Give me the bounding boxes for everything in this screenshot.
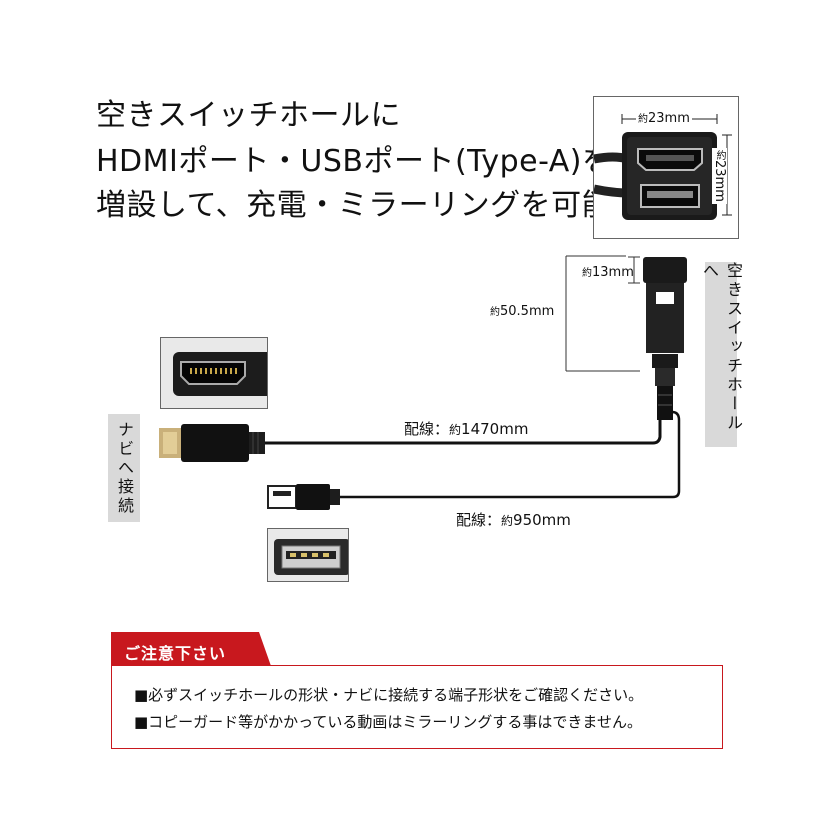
hdmi-wire-length: 配線：約1470mm <box>404 420 529 438</box>
usb-wire-length: 配線：約950mm <box>456 511 571 529</box>
headline-line-3: 増設して、充電・ミラーリングを可能に！ <box>96 188 674 223</box>
notice-item-2: ■コピーガード等がかかっている動画はミラーリングする事はできません。 <box>134 713 642 731</box>
usb-photo <box>267 528 349 582</box>
length-bracket <box>565 255 640 372</box>
headline-line-2: HDMIポート・USBポート(Type-A)を <box>96 144 613 179</box>
hdmi-plug-icon <box>161 338 267 408</box>
hdmi-photo <box>160 337 268 409</box>
usb-plug <box>267 484 340 510</box>
hdmi-plug <box>159 424 265 462</box>
panel-width-label: 約23mm <box>636 110 692 126</box>
switch-panel-icon <box>594 114 732 220</box>
panel-height-label: 約23mm <box>712 148 727 204</box>
headline-line-1: 空きスイッチホールに <box>96 98 401 133</box>
notice-item-1: ■必ずスイッチホールの形状・ナビに接続する端子形状をご確認ください。 <box>134 686 644 704</box>
navi-label: ナビへ接続 <box>108 414 140 522</box>
notice-box <box>111 665 723 749</box>
usb-cable <box>340 410 681 499</box>
usb-plug-icon <box>268 529 348 581</box>
notice-title: ご注意下さい <box>124 644 227 663</box>
depth-label: 約13mm <box>582 265 634 280</box>
notice-tab <box>111 632 271 666</box>
hdmi-cable <box>265 420 662 445</box>
depth-bracket <box>628 256 640 284</box>
switch-module <box>643 257 687 420</box>
length-label: 約50.5mm <box>490 304 555 319</box>
